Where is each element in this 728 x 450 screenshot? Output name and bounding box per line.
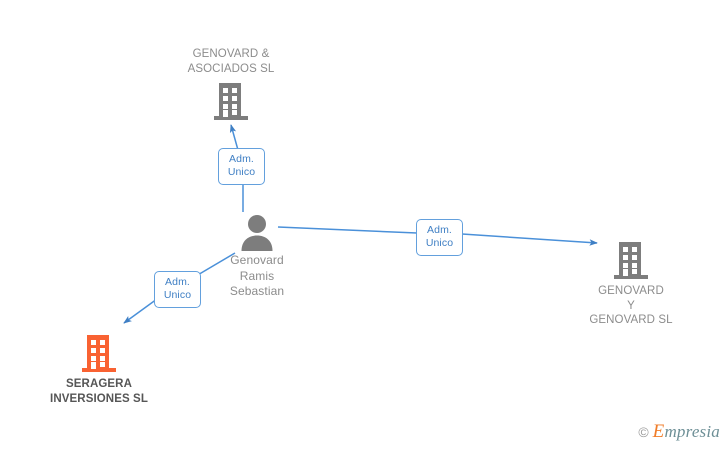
node-label-genovard-ramis-sebastian: Genovard Ramis Sebastian	[229, 253, 285, 298]
building-icon	[151, 80, 311, 122]
edge-label-adm-unico-seragera[interactable]: Adm. Unico	[154, 271, 201, 308]
node-label-genovard-asociados: GENOVARD & ASOCIADOS SL	[187, 48, 275, 75]
building-icon	[551, 239, 711, 281]
node-label-seragera-inversiones: SERAGERA INVERSIONES SL	[50, 378, 148, 405]
edge-line-chip-to-genovard-y-genovard	[461, 233, 598, 246]
node-genovard-asociados[interactable]: GENOVARD & ASOCIADOS SL	[151, 47, 311, 122]
brand-first-letter: E	[652, 421, 665, 442]
edge-label-adm-unico-genovard-y-genovard[interactable]: Adm. Unico	[416, 219, 463, 256]
person-icon	[177, 213, 337, 251]
edge-line-chip-to-genovard-asociados	[229, 124, 239, 151]
edge-line-person-to-chip-left	[195, 252, 236, 277]
brand-rest: mpresia	[664, 422, 720, 441]
brand-name: Empresia	[653, 421, 720, 443]
edge-line-person-to-chip-right	[277, 226, 418, 234]
node-label-genovard-y-genovard: GENOVARD Y GENOVARD SL	[589, 285, 673, 326]
building-icon	[19, 332, 179, 374]
node-genovard-ramis-sebastian[interactable]: Genovard Ramis Sebastian	[177, 213, 337, 300]
copyright-icon: ©	[638, 424, 649, 440]
watermark: © Empresia	[638, 421, 720, 443]
node-genovard-y-genovard[interactable]: GENOVARD Y GENOVARD SL	[551, 239, 711, 328]
edge-label-adm-unico-genovard-asociados[interactable]: Adm. Unico	[218, 148, 265, 185]
edge-line-chip-to-seragera	[123, 298, 158, 324]
node-seragera-inversiones[interactable]: SERAGERA INVERSIONES SL	[19, 332, 179, 406]
